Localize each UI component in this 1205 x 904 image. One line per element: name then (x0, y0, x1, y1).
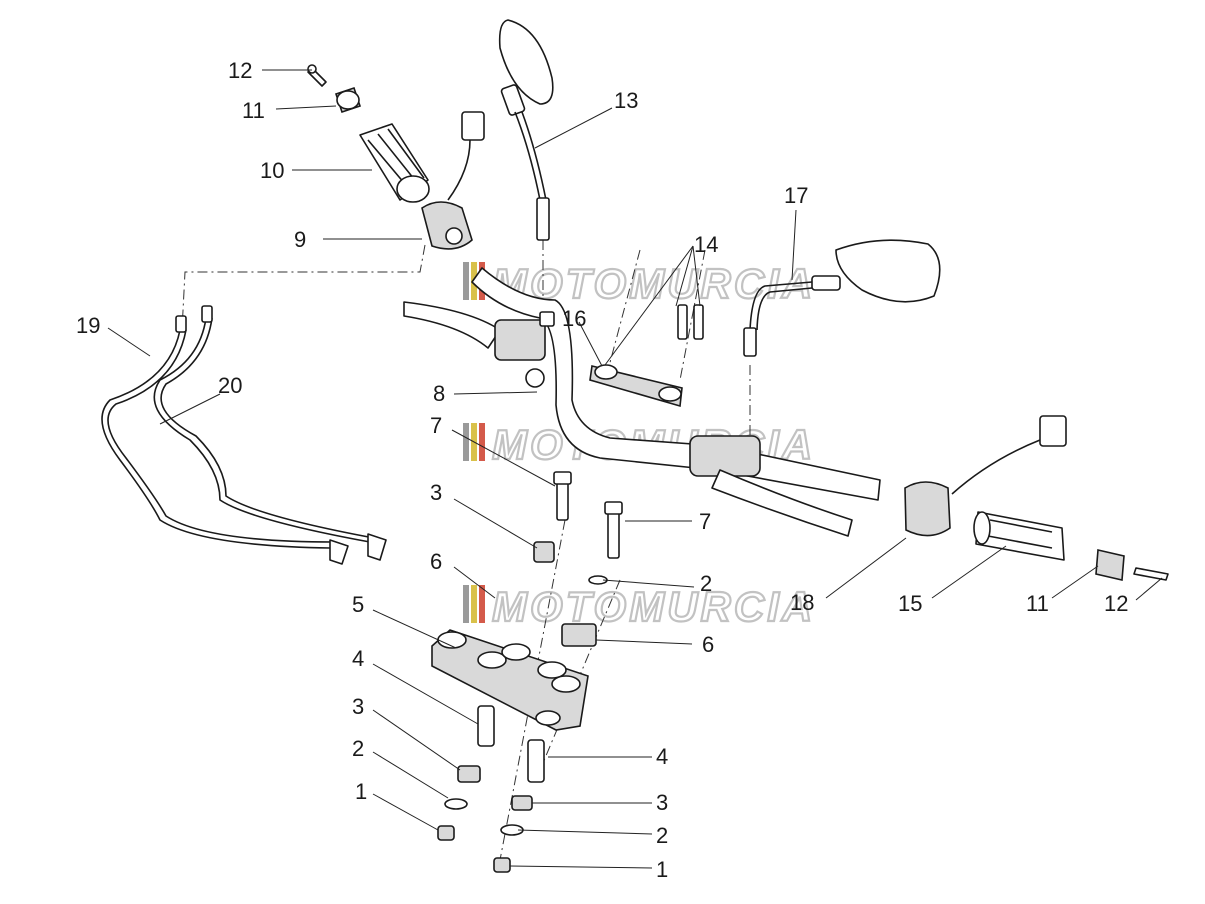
callout-label: 11 (1026, 591, 1049, 616)
callout-label: 11 (242, 98, 265, 123)
callout-label: 18 (790, 590, 814, 615)
callout-label: 4 (352, 646, 364, 671)
callout-label: 2 (656, 823, 668, 848)
upper-bushings (533, 541, 608, 647)
callout-label: 6 (430, 549, 442, 574)
bar-end-weight-left (334, 86, 362, 114)
cables (101, 305, 387, 565)
lower-stack-right (493, 739, 545, 873)
mirror-left (498, 19, 554, 241)
callout-label: 3 (352, 694, 364, 719)
callout-label: 7 (699, 509, 711, 534)
switch-housing-right (904, 415, 1067, 537)
callout-labels: 12 11 10 9 13 14 16 17 19 20 8 7 3 6 7 2… (76, 58, 1128, 882)
callout-label: 1 (355, 779, 367, 804)
callout-label: 2 (700, 571, 712, 596)
callout-label: 1 (656, 857, 668, 882)
callout-label: 17 (784, 183, 808, 208)
callout-label: 12 (1104, 591, 1128, 616)
screw-left (307, 64, 327, 87)
callout-label: 15 (898, 591, 922, 616)
callout-label: 16 (562, 306, 586, 331)
callout-label: 9 (294, 227, 306, 252)
upper-bolt-left (553, 471, 572, 521)
upper-bolt-right (604, 501, 623, 559)
watermark-text: MOTOMURCIA (492, 583, 815, 630)
callout-label: 3 (430, 480, 442, 505)
handlebar-clamp-top (589, 364, 683, 408)
callout-label: 14 (694, 232, 718, 257)
callout-label: 12 (228, 58, 252, 83)
mirror-right (743, 239, 941, 357)
watermark-3: MOTOMURCIA (463, 582, 815, 631)
leader-lines (107, 69, 1163, 869)
callout-label: 5 (352, 592, 364, 617)
grip-right (973, 511, 1065, 561)
callout-label: 7 (430, 413, 442, 438)
brake-lever-right (689, 435, 853, 537)
callout-label: 3 (656, 790, 668, 815)
bar-end-weight-right (1095, 549, 1169, 581)
callout-label: 10 (260, 158, 284, 183)
callout-label: 4 (656, 744, 668, 769)
callout-label: 6 (702, 632, 714, 657)
clamp-bolts (677, 304, 704, 340)
clutch-lever-left (403, 301, 555, 388)
lower-stack-left (437, 705, 495, 841)
callout-label: 2 (352, 736, 364, 761)
callout-label: 8 (433, 381, 445, 406)
callout-label: 13 (614, 88, 638, 113)
callout-label: 19 (76, 313, 100, 338)
callout-label: 20 (218, 373, 242, 398)
switch-housing-left (421, 111, 485, 250)
grip-left (359, 123, 430, 203)
handlebar-riser-base (431, 629, 589, 731)
